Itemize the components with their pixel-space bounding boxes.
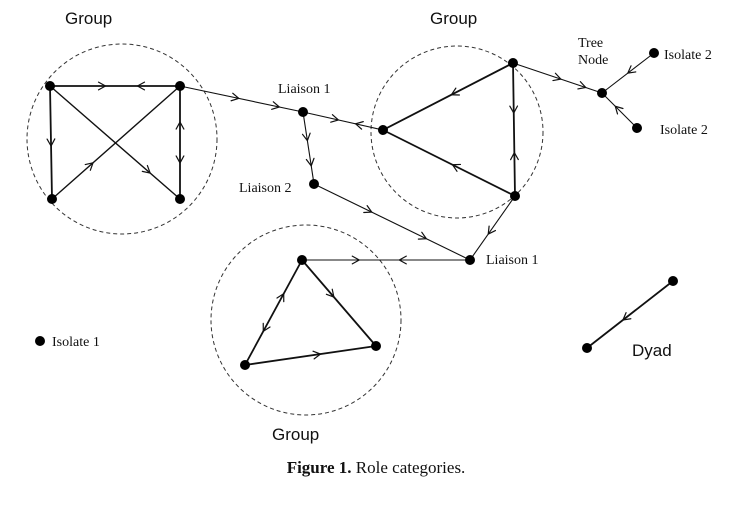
edge-direction-mark-22 <box>276 292 285 303</box>
edge-l1-l2 <box>302 111 315 185</box>
edge-direction-mark-26 <box>552 72 562 82</box>
node-iso2b <box>632 123 642 133</box>
edge-g1bl-g1tr <box>51 85 181 200</box>
group-circle-top-right <box>370 45 544 219</box>
edge-g1tl-g1bl <box>49 85 53 200</box>
edge-direction-mark-4 <box>175 155 185 165</box>
node-g2b <box>510 191 520 201</box>
group-label-top-right: Group <box>430 9 477 28</box>
edge-direction-mark-23 <box>262 322 271 333</box>
node-g2t <box>508 58 518 68</box>
node-g1tl <box>45 81 55 91</box>
liaison-1-label-top: Liaison 1 <box>278 82 331 97</box>
group-label-bottom: Group <box>272 425 319 444</box>
edge-direction-mark-30 <box>621 312 632 321</box>
edge-direction-mark-17 <box>510 151 519 161</box>
edge-direction-mark-5 <box>141 164 152 174</box>
edge-l2-lb <box>313 183 471 261</box>
figure-caption: Figure 1. Role categories. <box>0 458 752 478</box>
node-g3t <box>297 255 307 265</box>
group-circle-bottom <box>210 224 402 416</box>
edge-direction-mark-3 <box>175 120 185 130</box>
edge-direction-mark-13 <box>363 205 373 214</box>
node-lb <box>465 255 475 265</box>
group-label-top-left: Group <box>65 9 112 28</box>
edge-direction-mark-9 <box>330 114 340 123</box>
edge-l1-g2l <box>302 111 384 131</box>
node-dyA <box>668 276 678 286</box>
edge-direction-mark-1 <box>136 81 146 91</box>
edge-direction-mark-14 <box>417 231 428 240</box>
edge-g3l-g3r <box>244 345 377 366</box>
node-l1 <box>298 107 308 117</box>
edge-direction-mark-15 <box>450 87 460 96</box>
node-g2l <box>378 125 388 135</box>
edge-g1tr-l1 <box>179 85 304 113</box>
edge-g3t-g3r <box>301 259 377 347</box>
tree-node-label-line2: Node <box>578 53 608 68</box>
node-g1tr <box>175 81 185 91</box>
edge-direction-mark-12 <box>305 157 315 168</box>
liaison-2-label: Liaison 2 <box>239 181 292 196</box>
tree-node-label-line1: Tree <box>578 36 603 51</box>
edge-direction-mark-27 <box>577 81 587 90</box>
edge-direction-mark-18 <box>451 163 462 172</box>
node-dyB <box>582 343 592 353</box>
edge-direction-mark-16 <box>509 105 519 115</box>
edge-g2l-g2b <box>382 129 516 197</box>
edge-direction-mark-2 <box>46 138 56 148</box>
node-iso1 <box>35 336 45 346</box>
node-tree <box>597 88 607 98</box>
group-circle-top-left <box>26 43 218 235</box>
edge-dyA-dyB <box>586 280 674 349</box>
edge-g3t-g3l <box>244 259 303 366</box>
edge-direction-mark-7 <box>230 92 240 102</box>
node-g3l <box>240 360 250 370</box>
edge-direction-mark-21 <box>351 255 361 265</box>
edge-direction-mark-20 <box>398 255 407 265</box>
isolate-1-label: Isolate 1 <box>52 335 100 350</box>
node-iso2a <box>649 48 659 58</box>
figure-caption-number: Figure 1. <box>286 458 352 477</box>
edge-direction-mark-11 <box>301 132 311 142</box>
node-g1br <box>175 194 185 204</box>
edge-g2t-tree <box>512 62 603 94</box>
edge-direction-mark-0 <box>97 81 107 91</box>
node-g1bl <box>47 194 57 204</box>
edge-direction-mark-8 <box>271 101 281 110</box>
isolate-2-label-bottom: Isolate 2 <box>660 123 708 138</box>
edge-direction-mark-10 <box>354 121 364 130</box>
edge-direction-mark-28 <box>626 65 637 74</box>
edge-g2l-g2t <box>382 62 514 131</box>
liaison-1-label-bottom: Liaison 1 <box>486 253 539 268</box>
edge-g2t-g2b <box>512 62 516 197</box>
edge-direction-mark-19 <box>487 225 497 236</box>
edge-direction-mark-25 <box>312 350 322 360</box>
edge-direction-mark-6 <box>84 161 94 171</box>
isolate-2-label-top: Isolate 2 <box>664 48 712 63</box>
edge-tree-iso2b <box>601 92 638 129</box>
edge-direction-mark-29 <box>614 105 624 115</box>
edge-g2b-lb <box>469 195 516 261</box>
edge-direction-mark-24 <box>325 288 335 298</box>
dyad-label: Dyad <box>632 341 672 360</box>
node-l2 <box>309 179 319 189</box>
figure-caption-text: Role categories. <box>355 458 466 477</box>
node-g3r <box>371 341 381 351</box>
